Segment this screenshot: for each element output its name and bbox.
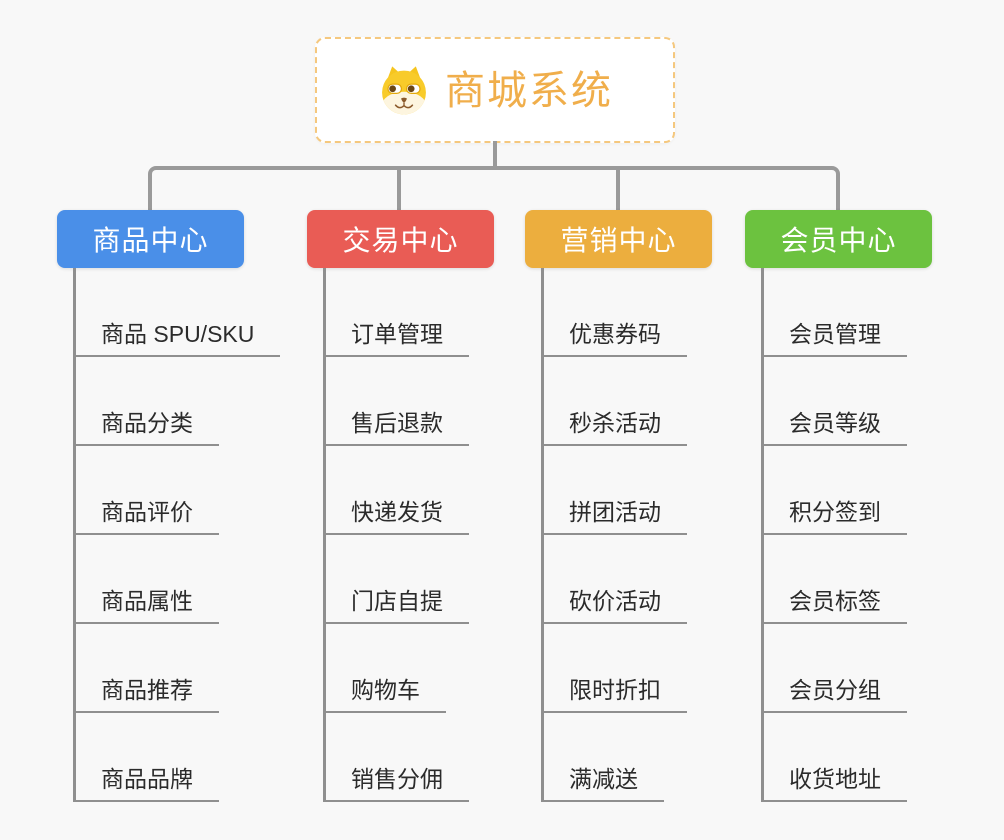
tree-node[interactable]: 限时折扣: [541, 624, 687, 713]
tree-node[interactable]: 会员标签: [761, 535, 907, 624]
tree-node[interactable]: 商品分类: [73, 357, 219, 446]
tree-node[interactable]: 门店自提: [323, 535, 469, 624]
tree-node[interactable]: 优惠券码: [541, 268, 687, 357]
root-title: 商城系统: [445, 69, 613, 113]
tree-node[interactable]: 收货地址: [761, 713, 907, 802]
connector-drop-marketing: [616, 166, 620, 212]
tree-node[interactable]: 砍价活动: [541, 535, 687, 624]
tree-node[interactable]: 秒杀活动: [541, 357, 687, 446]
tree-node[interactable]: 销售分佣: [323, 713, 469, 802]
branch-header-products[interactable]: 商品中心: [57, 210, 244, 268]
branch-column-members: 会员中心 会员管理 会员等级 积分签到 会员标签 会员分组 收货地址: [745, 210, 932, 802]
tree-node[interactable]: 商品属性: [73, 535, 219, 624]
branch-column-products: 商品中心 商品 SPU/SKU 商品分类 商品评价 商品属性 商品推荐 商品品牌: [57, 210, 281, 802]
branch-items-trade: 订单管理 售后退款 快递发货 门店自提 购物车 销售分佣: [323, 268, 494, 802]
tree-node[interactable]: 商品 SPU/SKU: [73, 268, 281, 357]
branch-column-trade: 交易中心 订单管理 售后退款 快递发货 门店自提 购物车 销售分佣: [307, 210, 494, 802]
dog-face-icon: [382, 66, 426, 115]
tree-node[interactable]: 拼团活动: [541, 446, 687, 535]
connector-root-stem: [493, 141, 497, 168]
tree-node[interactable]: 商品评价: [73, 446, 219, 535]
connector-elbow-right: [495, 166, 840, 212]
tree-node[interactable]: 售后退款: [323, 357, 469, 446]
connector-drop-trade: [397, 166, 401, 212]
tree-node[interactable]: 会员管理: [761, 268, 907, 357]
tree-node[interactable]: 商品品牌: [73, 713, 219, 802]
connector-elbow-left: [148, 166, 495, 212]
branch-header-members[interactable]: 会员中心: [745, 210, 932, 268]
tree-node[interactable]: 订单管理: [323, 268, 469, 357]
root-node[interactable]: 商城系统: [315, 37, 675, 143]
tree-node[interactable]: 积分签到: [761, 446, 907, 535]
tree-node[interactable]: 商品推荐: [73, 624, 219, 713]
tree-node[interactable]: 购物车: [323, 624, 446, 713]
tree-node[interactable]: 会员等级: [761, 357, 907, 446]
branch-header-marketing[interactable]: 营销中心: [525, 210, 712, 268]
branch-header-trade[interactable]: 交易中心: [307, 210, 494, 268]
branch-items-marketing: 优惠券码 秒杀活动 拼团活动 砍价活动 限时折扣 满减送: [541, 268, 712, 802]
tree-node[interactable]: 快递发货: [323, 446, 469, 535]
branch-items-members: 会员管理 会员等级 积分签到 会员标签 会员分组 收货地址: [761, 268, 932, 802]
branch-items-products: 商品 SPU/SKU 商品分类 商品评价 商品属性 商品推荐 商品品牌: [73, 268, 281, 802]
tree-node[interactable]: 会员分组: [761, 624, 907, 713]
branch-column-marketing: 营销中心 优惠券码 秒杀活动 拼团活动 砍价活动 限时折扣 满减送: [525, 210, 712, 802]
tree-node[interactable]: 满减送: [541, 713, 664, 802]
